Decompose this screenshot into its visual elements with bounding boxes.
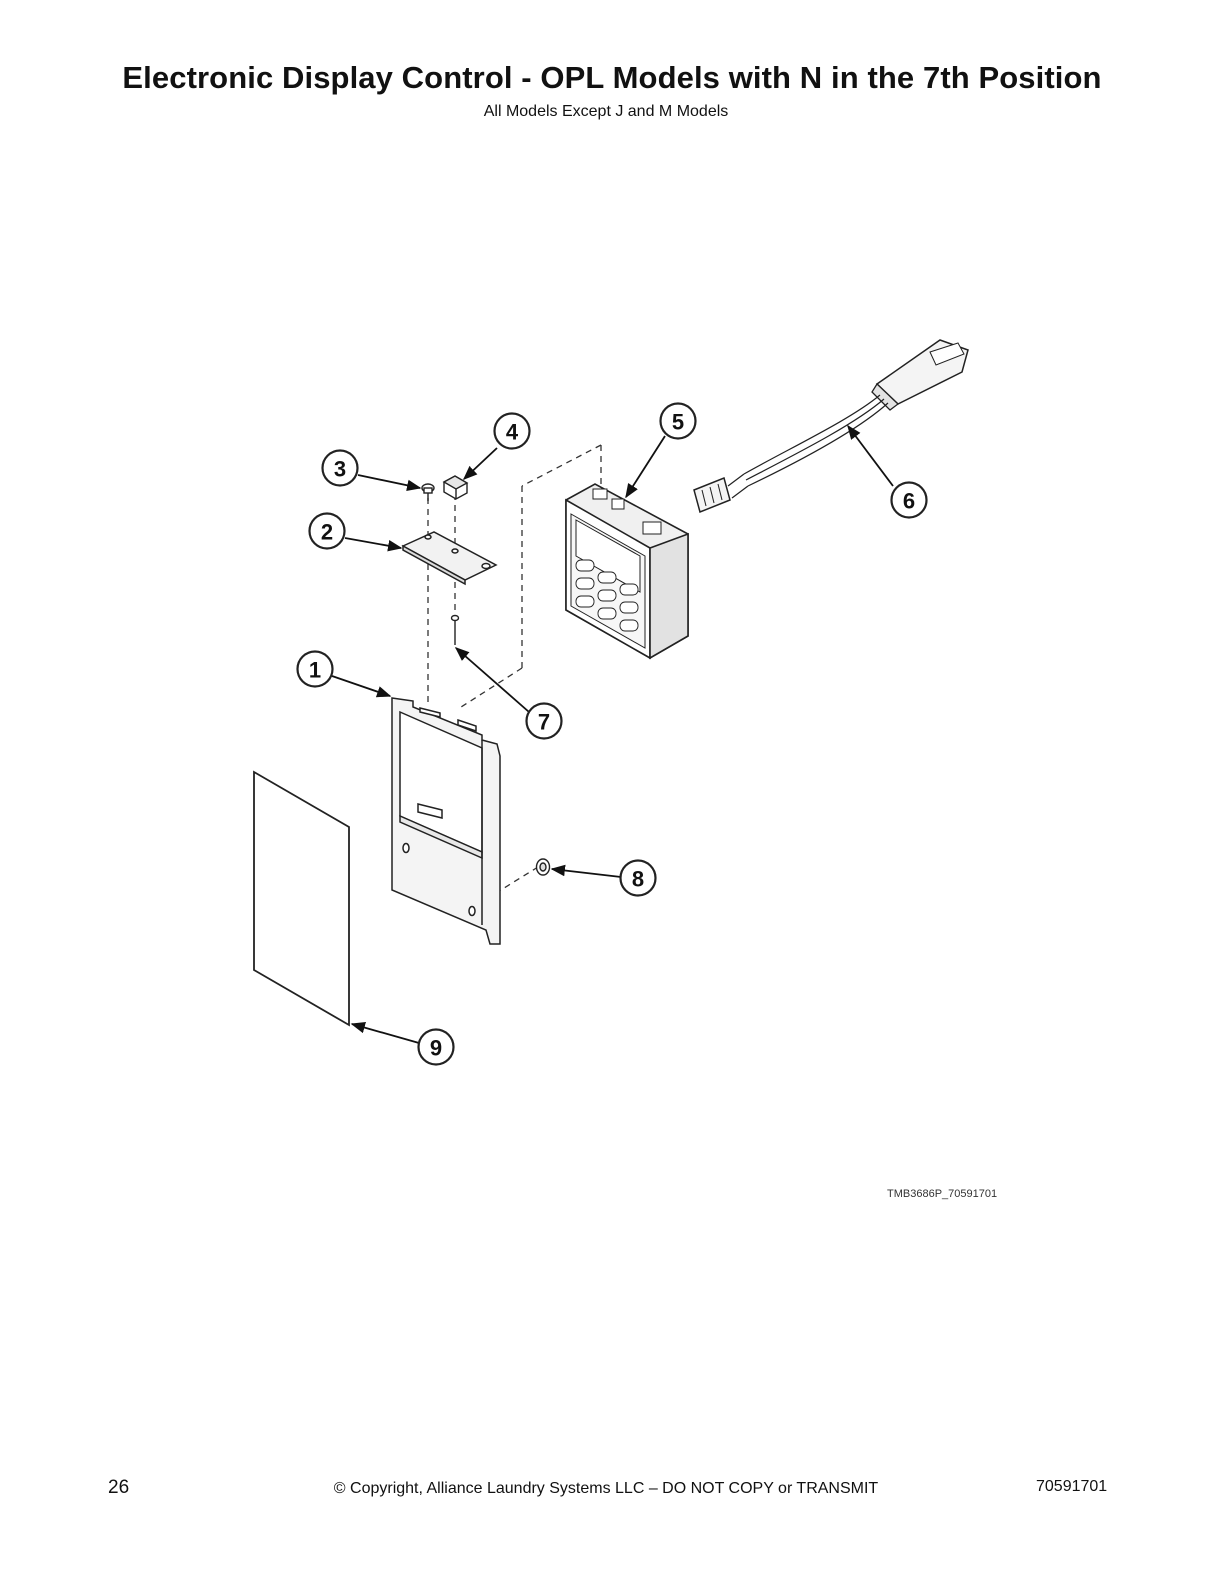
callout-3: 3 (321, 449, 359, 487)
svg-text:5: 5 (672, 410, 684, 435)
callout-2: 2 (308, 512, 346, 550)
callout-6: 6 (890, 481, 928, 519)
mounting-plate (401, 531, 498, 586)
svg-text:4: 4 (506, 420, 519, 445)
mounting-bracket (391, 697, 501, 945)
page-subtitle: All Models Except J and M Models (483, 103, 729, 120)
svg-text:3: 3 (334, 457, 346, 482)
svg-text:8: 8 (632, 867, 644, 892)
pin (450, 614, 460, 645)
page-number: 26 (108, 1477, 130, 1498)
page-title: Electronic Display Control - OPL Models … (122, 60, 1102, 95)
copyright-notice: © Copyright, Alliance Laundry Systems LL… (333, 1480, 879, 1497)
callout-9: 9 (417, 1028, 455, 1066)
svg-text:9: 9 (430, 1036, 442, 1061)
screw (421, 483, 435, 501)
wire-harness (693, 339, 969, 514)
svg-text:7: 7 (538, 710, 550, 735)
callout-1: 1 (296, 650, 334, 688)
callout-7: 7 (525, 702, 563, 740)
callout-8: 8 (619, 859, 657, 897)
nut (535, 858, 551, 876)
svg-text:1: 1 (309, 658, 321, 683)
svg-text:6: 6 (903, 489, 915, 514)
display-control-module (565, 483, 689, 660)
panel-sheet (253, 770, 350, 1027)
callout-5: 5 (659, 402, 697, 440)
clip (442, 475, 469, 500)
document-number: 70591701 (1036, 1478, 1108, 1495)
callout-4: 4 (493, 412, 531, 450)
svg-text:2: 2 (321, 520, 333, 545)
assembly-guide-lines (427, 444, 602, 907)
figure-id: TMB3686P_70591701 (887, 1188, 998, 1200)
leader-arrows (331, 424, 894, 1044)
